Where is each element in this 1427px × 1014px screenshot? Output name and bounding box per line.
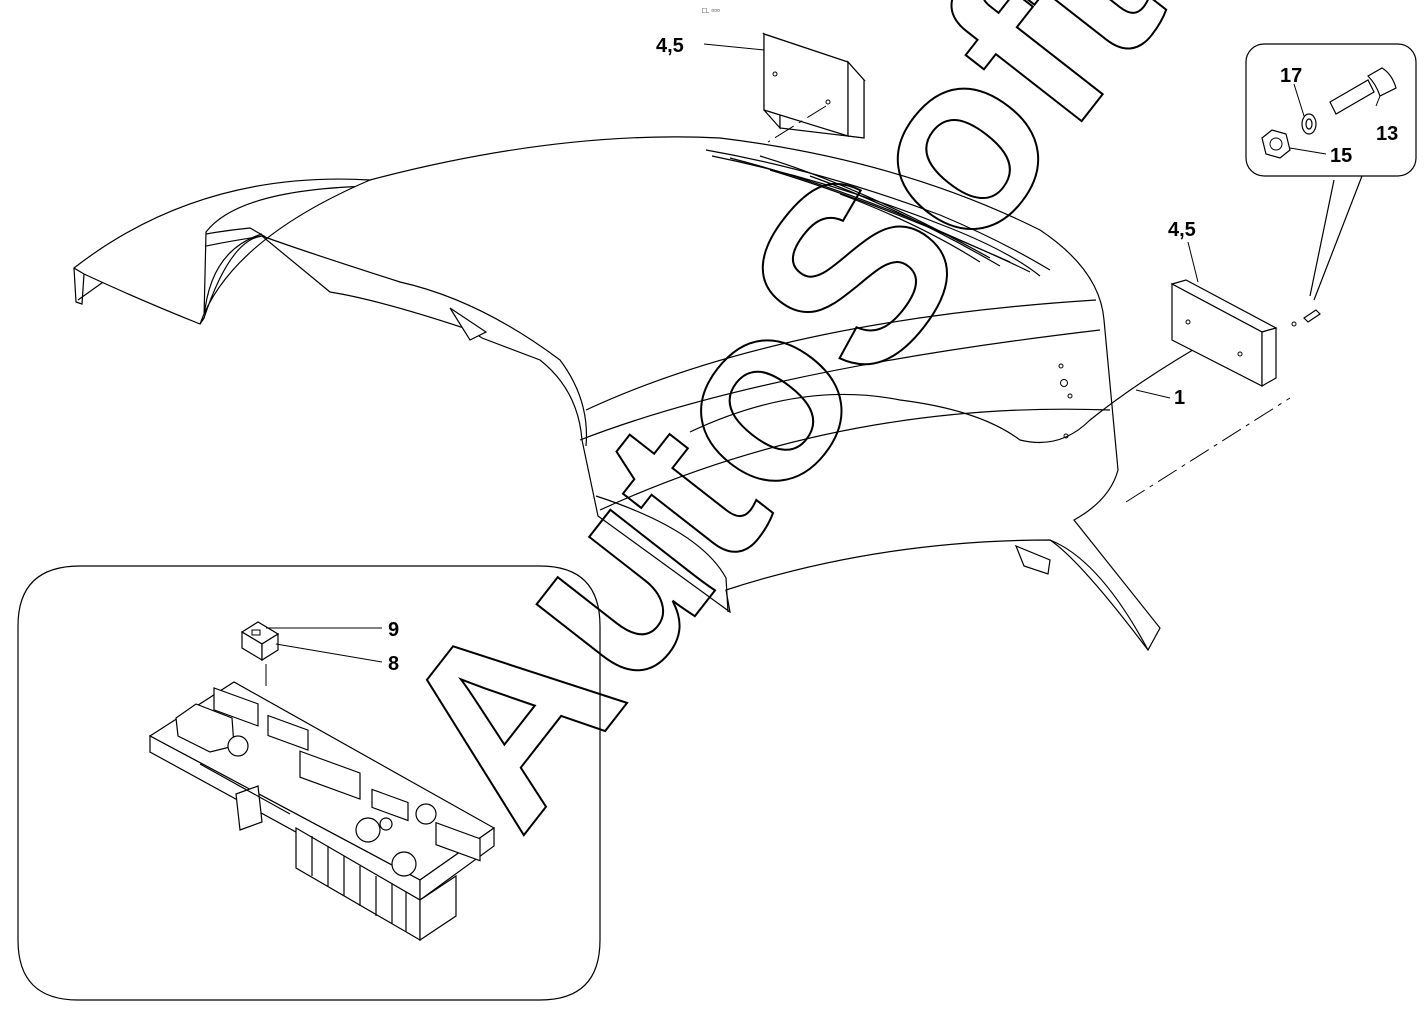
inset-leader-a bbox=[1309, 179, 1335, 297]
callout-light-top: 4,5 bbox=[656, 35, 684, 57]
top-marker: □. ▫▫▫ bbox=[702, 6, 720, 15]
light-right-mount-line bbox=[1125, 397, 1291, 503]
callout-light-right: 4,5 bbox=[1168, 219, 1196, 241]
marker-light-top bbox=[762, 32, 866, 139]
cab-roof-outline bbox=[72, 136, 1161, 652]
callout-part-1: 1 bbox=[1174, 387, 1185, 409]
callout-part-9: 9 bbox=[388, 619, 399, 641]
callout-part-17: 17 bbox=[1280, 65, 1302, 87]
light-top-mount-line bbox=[767, 105, 827, 143]
inset-leader-b bbox=[1313, 175, 1363, 301]
callout-part-15: 15 bbox=[1330, 145, 1352, 167]
callout-part-8: 8 bbox=[388, 653, 399, 675]
marker-light-right bbox=[1170, 279, 1278, 388]
leader-lines bbox=[266, 43, 1381, 663]
wiring-harness bbox=[689, 339, 1211, 444]
callout-part-13: 13 bbox=[1376, 123, 1398, 145]
dashboard-detail-inset bbox=[17, 565, 601, 1001]
screw-small bbox=[1291, 309, 1321, 327]
fastener-detail-inset bbox=[1245, 43, 1417, 177]
